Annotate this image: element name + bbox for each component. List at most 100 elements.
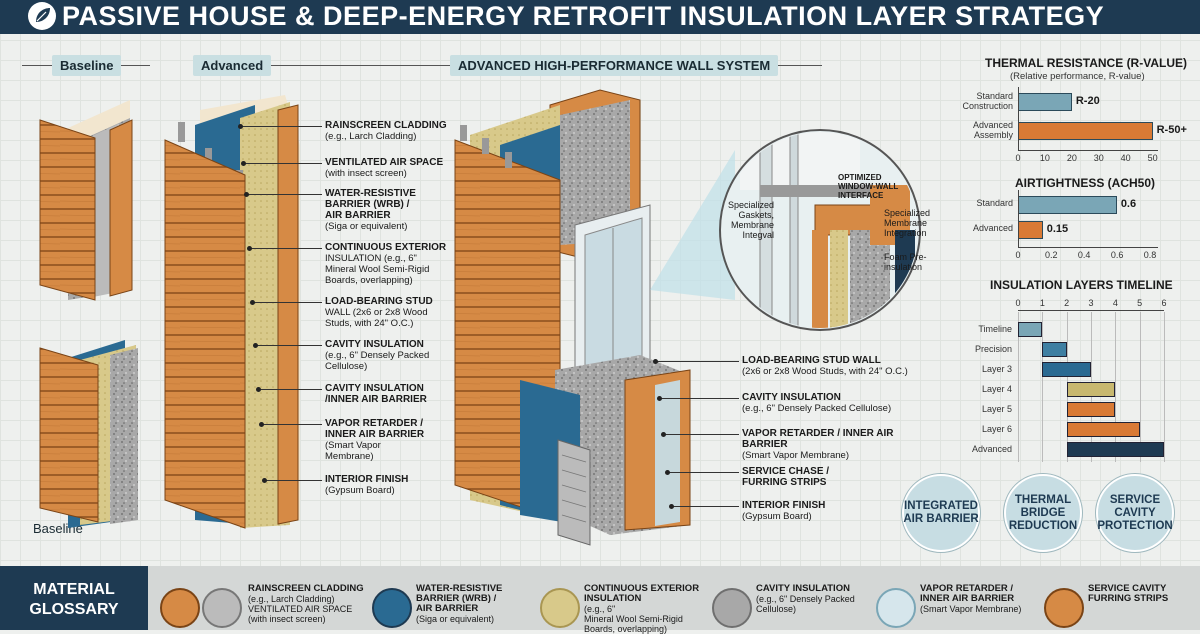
- rvalue-tick-label: 10: [1039, 153, 1050, 163]
- frame-line: [750, 65, 822, 66]
- glossary-item-vapor-retarder: VAPOR RETARDER / INNER AIR BARRIER(Smart…: [920, 583, 1022, 615]
- right-leader-dot: [665, 470, 670, 475]
- left-layer-label-sub: (Gypsum Board): [325, 485, 395, 496]
- right-leader-dot: [657, 396, 662, 401]
- ach-tick-label: 0.8: [1143, 250, 1157, 260]
- left-leader-dot: [238, 124, 243, 129]
- rvalue-category-label: Advanced Assembly: [972, 120, 1013, 140]
- timeline-bar: [1066, 422, 1140, 437]
- detail-membrane-label: Specialized Membrane Integration: [884, 208, 931, 238]
- timeline-row-label: Layer 6: [981, 424, 1012, 434]
- timeline-row-label: Layer 5: [981, 404, 1012, 414]
- left-layer-label-sub: WALL (2x6 or 2x8 Wood Studs, with 24" O.…: [325, 307, 428, 329]
- badge-integrated-air-barrier: INTEGRATED AIR BARRIER: [902, 474, 980, 552]
- right-layer-label-title: VAPOR RETARDER / INNER AIR BARRIER: [742, 428, 894, 450]
- left-leader-line: [240, 126, 322, 127]
- badge-thermal-bridge-reduction: THERMAL BRIDGE REDUCTION: [1004, 474, 1082, 552]
- right-layer-label-title: INTERIOR FINISH: [742, 500, 826, 511]
- rvalue-tick-label: 0: [1015, 153, 1021, 163]
- left-leader-dot: [262, 478, 267, 483]
- left-layer-label-sub: (Siga or equivalent): [325, 221, 408, 232]
- left-leader-line: [261, 424, 322, 425]
- detail-optimized-label: OPTIMIZED WINDOW-WALL INTERFACE: [838, 173, 899, 200]
- timeline-bar: [1042, 362, 1091, 377]
- left-leader-line: [246, 194, 322, 195]
- page-title: PASSIVE HOUSE & DEEP-ENERGY RETROFIT INS…: [62, 1, 1105, 31]
- baseline-wall-small: [39, 100, 133, 301]
- rvalue-bar: [1018, 93, 1072, 111]
- left-leader-line: [243, 163, 322, 164]
- timeline-bar: [1066, 402, 1116, 417]
- left-leader-dot: [247, 246, 252, 251]
- left-leader-line: [249, 248, 322, 249]
- timeline-tick-label: 5: [1137, 298, 1143, 308]
- advanced-wall: [164, 95, 300, 529]
- material-glossary: MATERIAL GLOSSARY RAINSCREEN CLADDING(e.…: [0, 566, 1200, 634]
- left-layer-label-sub: (e.g., Larch Cladding): [325, 131, 417, 142]
- timeline-gridline: [1115, 312, 1117, 462]
- rvalue-tick-label: 30: [1093, 153, 1104, 163]
- ach-tick-label: 0.6: [1110, 250, 1124, 260]
- left-layer-label-sub: (e.g., 6" Densely Packed Cellulose): [325, 350, 430, 372]
- right-layer-label-title: CAVITY INSULATION: [742, 392, 841, 403]
- right-layer-label: VAPOR RETARDER / INNER AIR BARRIER(Smart…: [742, 428, 894, 461]
- furring-swatch-icon: [1044, 588, 1084, 628]
- glossary-item-furring: SERVICE CAVITY FURRING STRIPS: [1088, 583, 1169, 604]
- rvalue-y-axis: [1018, 87, 1019, 150]
- left-leader-dot: [241, 161, 246, 166]
- ach-title: AIRTIGHTNESS (ACH50): [1015, 176, 1156, 190]
- badge-service-cavity-protection: SERVICE CAVITY PROTECTION: [1096, 474, 1174, 552]
- glossary-item-cavity-insulation: CAVITY INSULATION(e.g., 6" Densely Packe…: [756, 583, 855, 615]
- ach-value-label: 0.15: [1046, 223, 1069, 235]
- vapor-retarder-swatch-icon: [876, 588, 916, 628]
- detail-gaskets-label: Specialized Gaskets, Membrane Integval: [728, 200, 775, 240]
- timeline-gridline: [1139, 312, 1141, 462]
- left-layer-label-title: CAVITY INSULATION: [325, 339, 424, 350]
- right-layer-label: CAVITY INSULATION(e.g., 6" Densely Packe…: [742, 392, 891, 414]
- ach-tick-label: 0.4: [1077, 250, 1091, 260]
- left-layer-label: INTERIOR FINISH(Gypsum Board): [325, 474, 408, 496]
- left-layer-label-title: INTERIOR FINISH: [325, 474, 409, 485]
- timeline-bar: [1066, 382, 1116, 397]
- left-layer-label-sub: (Smart Vapor Membrane): [325, 440, 381, 462]
- rvalue-value-label: R-50+: [1156, 124, 1187, 136]
- baseline-wall-lower: [39, 340, 138, 528]
- left-leader-dot: [253, 343, 258, 348]
- leaf-logo-icon: [28, 2, 56, 30]
- left-layer-label: VAPOR RETARDER / INNER AIR BARRIER(Smart…: [325, 418, 424, 462]
- right-layer-label: SERVICE CHASE / FURRING STRIPS: [742, 466, 829, 488]
- timeline-row-label: Timeline: [978, 324, 1012, 334]
- left-leader-dot: [256, 387, 261, 392]
- air-space-swatch-icon: [202, 588, 242, 628]
- ach-bar: [1018, 221, 1043, 239]
- glossary-item-cladding: RAINSCREEN CLADDING(e.g., Larch Cladding…: [248, 583, 364, 625]
- right-layer-label: INTERIOR FINISH(Gypsum Board): [742, 500, 825, 522]
- timeline-gridline: [1018, 312, 1019, 462]
- rvalue-title: THERMAL RESISTANCE (R-VALUE): [985, 56, 1187, 70]
- glossary-title: MATERIAL GLOSSARY: [0, 566, 148, 630]
- left-leader-line: [264, 480, 322, 481]
- ach-tick-label: 0.2: [1044, 250, 1058, 260]
- left-layer-label-title: WATER-RESISTIVE BARRIER (WRB) / AIR BARR…: [325, 188, 416, 221]
- system-tag: ADVANCED HIGH-PERFORMANCE WALL SYSTEM: [450, 55, 779, 76]
- left-leader-line: [255, 345, 322, 346]
- timeline-axis: [1018, 310, 1164, 311]
- ach-category-label: Standard: [976, 198, 1013, 208]
- baseline-tag: Baseline: [52, 55, 122, 76]
- right-leader-dot: [653, 359, 658, 364]
- timeline-row-label: Layer 4: [981, 384, 1012, 394]
- timeline-gridline: [1042, 312, 1044, 462]
- ach-y-axis: [1018, 190, 1019, 247]
- left-layer-label: CAVITY INSULATION /INNER AIR BARRIER: [325, 383, 427, 405]
- left-layer-label-title: CAVITY INSULATION /INNER AIR BARRIER: [325, 383, 427, 405]
- right-leader-dot: [661, 432, 666, 437]
- left-layer-label-sub: (with insect screen): [325, 168, 407, 179]
- detail-foam-label: Foam Pre- insulation: [884, 252, 927, 272]
- right-layer-label-title: SERVICE CHASE / FURRING STRIPS: [742, 466, 830, 488]
- timeline-row-label: Layer 3: [981, 364, 1012, 374]
- left-leader-dot: [244, 192, 249, 197]
- advanced-tag: Advanced: [193, 55, 272, 76]
